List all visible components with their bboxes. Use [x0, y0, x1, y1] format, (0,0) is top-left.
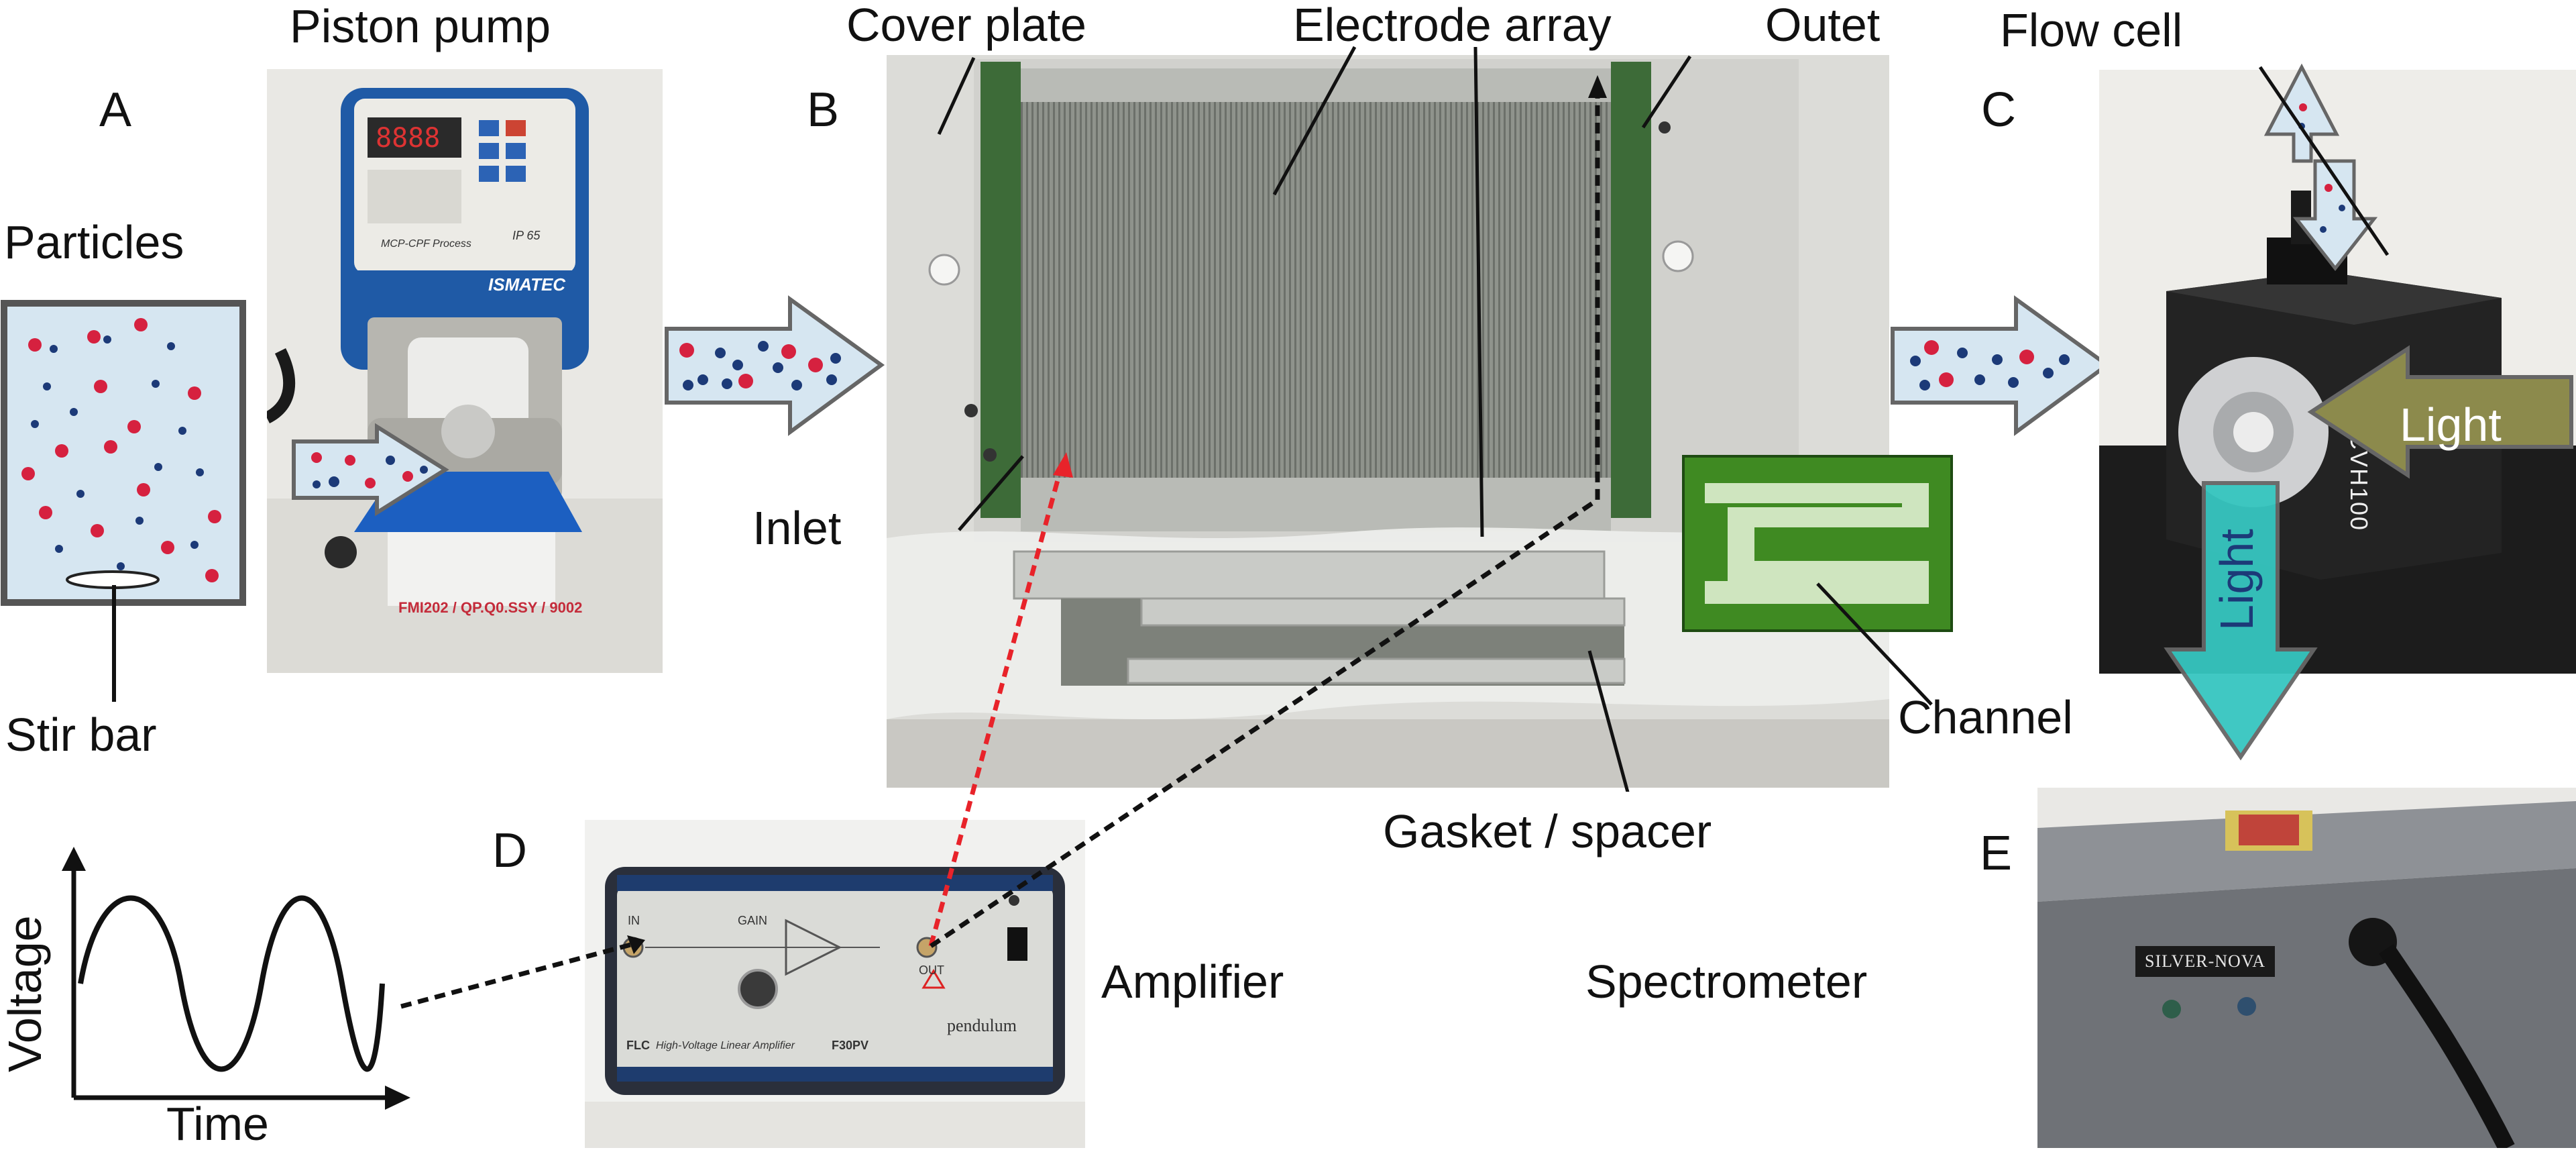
panel-label-e: E — [1980, 827, 2013, 880]
spectrometer-brand: SILVER-NOVA — [2135, 946, 2276, 977]
cover-plate-label: Cover plate — [846, 0, 1086, 51]
amplifier-label: Amplifier — [1101, 955, 1284, 1008]
channel-pcb-icon — [1682, 455, 1953, 632]
amp-model: F30PV — [832, 1039, 869, 1052]
reservoir-particles — [21, 318, 221, 582]
pump-display: 8888 — [376, 123, 441, 154]
outlet-label: Outet — [1765, 0, 1881, 51]
light-out-arrow-icon — [2164, 481, 2318, 761]
amp-name: High-Voltage Linear Amplifier — [656, 1040, 795, 1051]
pump-rating: IP 65 — [512, 229, 541, 242]
panel-label-c: C — [1981, 83, 2016, 137]
electrode-device-photo — [887, 55, 1889, 788]
gasket-label: Gasket / spacer — [1383, 805, 1712, 857]
inlet-label: Inlet — [752, 502, 842, 554]
spectrometer-photo: SILVER-NOVA — [2037, 788, 2576, 1148]
red-wire — [928, 462, 1065, 947]
piston-pump-photo: 8888 MCP-CPF Process IP 65 ISMATEC FMI20… — [267, 69, 663, 673]
particle-reservoir — [1, 300, 246, 606]
channel-leader — [1816, 582, 1933, 706]
sine-wave-icon — [62, 847, 410, 1110]
amp-out-label: OUT — [919, 963, 944, 977]
amp-logo: FLC — [626, 1039, 650, 1052]
black-wire — [930, 87, 1600, 948]
transfer-arrow-icon-2 — [1891, 295, 2111, 436]
light-arrow-icon — [2307, 345, 2573, 479]
time-axis-label: Time — [166, 1098, 269, 1150]
transfer-arrow-icon — [665, 295, 885, 436]
stir-bar-label: Stir bar — [5, 709, 157, 761]
flow-cell-photo: CVH100 — [2099, 70, 2576, 674]
panel-label-b: B — [807, 83, 840, 137]
spectrometer-label: Spectrometer — [1585, 955, 1868, 1008]
amplifier-photo: IN GAIN OUT FLC High-Voltage Linear Ampl… — [585, 820, 1085, 1148]
pump-arrow-icon — [292, 423, 449, 517]
particles-label: Particles — [4, 216, 184, 268]
electrode-array-label: Electrode array — [1293, 0, 1612, 51]
panel-label-a: A — [99, 83, 132, 137]
light-in-label: Light — [2400, 399, 2502, 451]
pump-model: MCP-CPF Process — [381, 238, 471, 250]
amp-in-label: IN — [628, 914, 640, 927]
amp-gain-label: GAIN — [738, 914, 768, 927]
panel-b-leaders — [937, 46, 1692, 792]
flow-cell-label: Flow cell — [2000, 4, 2183, 56]
flow-cell-arrows — [2258, 63, 2390, 272]
pump-code: FMI202 / QP.Q0.SSY / 9002 — [398, 599, 583, 616]
pump-brand: ISMATEC — [488, 274, 566, 295]
amp-brand: pendulum — [947, 1016, 1017, 1035]
stir-bar-leader — [112, 585, 116, 702]
panel-label-d: D — [492, 824, 527, 878]
piston-pump-label: Piston pump — [290, 0, 551, 52]
